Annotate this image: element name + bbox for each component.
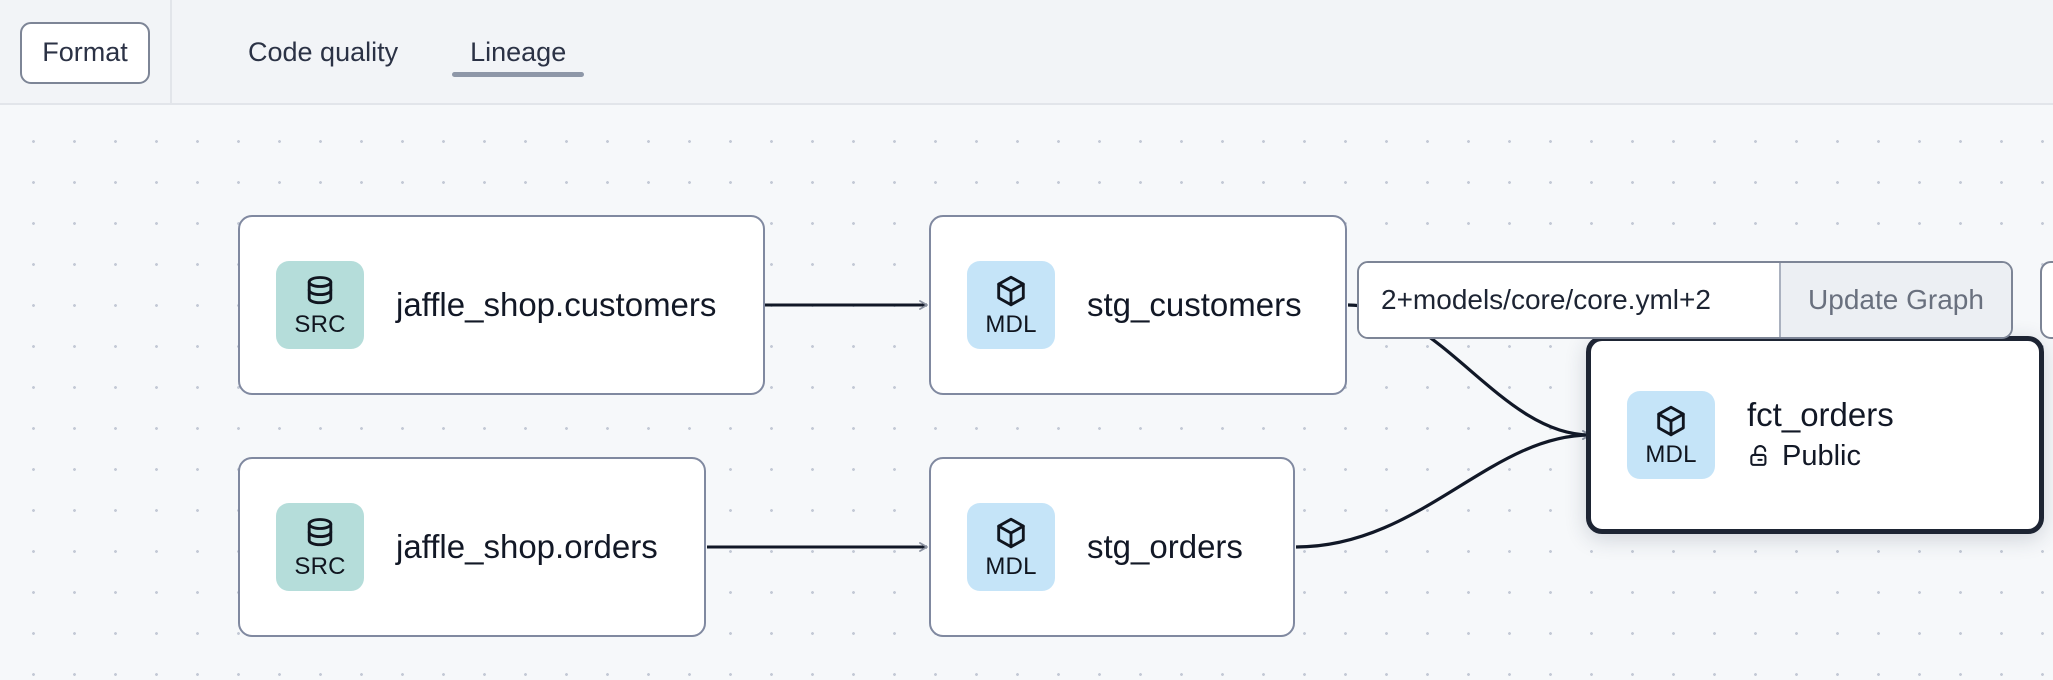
node-title: stg_customers [1087, 285, 1302, 323]
toolbar-left-group: Format [0, 0, 172, 105]
node-access-label: Public [1782, 439, 1861, 472]
graph-selector-control: Update Graph [1357, 261, 2013, 339]
node-title: fct_orders [1747, 396, 1894, 434]
format-button-label: Format [42, 37, 128, 67]
node-badge-mdl: MDL [1627, 391, 1715, 479]
tab-code-quality-label: Code quality [248, 37, 399, 67]
node-title: stg_orders [1087, 527, 1243, 565]
tab-lineage-label: Lineage [470, 37, 567, 67]
toolbar-divider [0, 103, 2053, 105]
lineage-node-stg-customers[interactable]: MDL stg_customers [929, 215, 1347, 395]
tab-bar: Code quality Lineage [172, 0, 630, 105]
editor-toolbar: Format Code quality Lineage [0, 0, 2053, 105]
node-badge-mdl: MDL [967, 261, 1055, 349]
node-title: jaffle_shop.customers [396, 285, 717, 323]
node-badge-src: SRC [276, 261, 364, 349]
node-body: stg_orders [1087, 527, 1243, 566]
update-graph-button[interactable]: Update Graph [1779, 263, 2011, 337]
node-badge-label: MDL [985, 553, 1037, 580]
edge-stg-orders-to-fct-orders [1295, 430, 1591, 549]
lineage-node-jaffle-shop-orders[interactable]: SRC jaffle_shop.orders [238, 457, 706, 637]
node-badge-mdl: MDL [967, 503, 1055, 591]
lineage-canvas[interactable]: SRC jaffle_shop.customers MDL stg_custom… [0, 105, 2053, 680]
graph-options-panel-edge[interactable] [2040, 261, 2053, 339]
cube-icon [997, 275, 1025, 307]
node-body: stg_customers [1087, 285, 1302, 324]
node-body: fct_orders Public [1747, 396, 1894, 473]
cube-icon [1657, 405, 1685, 437]
lineage-node-stg-orders[interactable]: MDL stg_orders [929, 457, 1295, 637]
unlock-icon [1750, 445, 1767, 467]
graph-selector-input[interactable] [1359, 263, 1779, 337]
node-body: jaffle_shop.orders [396, 527, 658, 566]
node-badge-src: SRC [276, 503, 364, 591]
node-body: jaffle_shop.customers [396, 285, 717, 324]
format-button[interactable]: Format [20, 21, 150, 84]
node-badge-label: MDL [985, 311, 1037, 338]
lineage-node-jaffle-shop-customers[interactable]: SRC jaffle_shop.customers [238, 215, 765, 395]
tab-code-quality[interactable]: Code quality [240, 0, 406, 105]
node-badge-label: SRC [294, 311, 346, 338]
database-icon [307, 518, 333, 547]
node-badge-label: MDL [1645, 441, 1697, 468]
lineage-node-fct-orders[interactable]: MDL fct_orders Public [1586, 336, 2044, 534]
node-badge-label: SRC [294, 553, 346, 580]
tab-lineage[interactable]: Lineage [452, 0, 585, 105]
node-title: jaffle_shop.orders [396, 527, 658, 565]
node-access-badge: Public [1747, 440, 1894, 473]
database-icon [307, 276, 333, 305]
cube-icon [997, 517, 1025, 549]
